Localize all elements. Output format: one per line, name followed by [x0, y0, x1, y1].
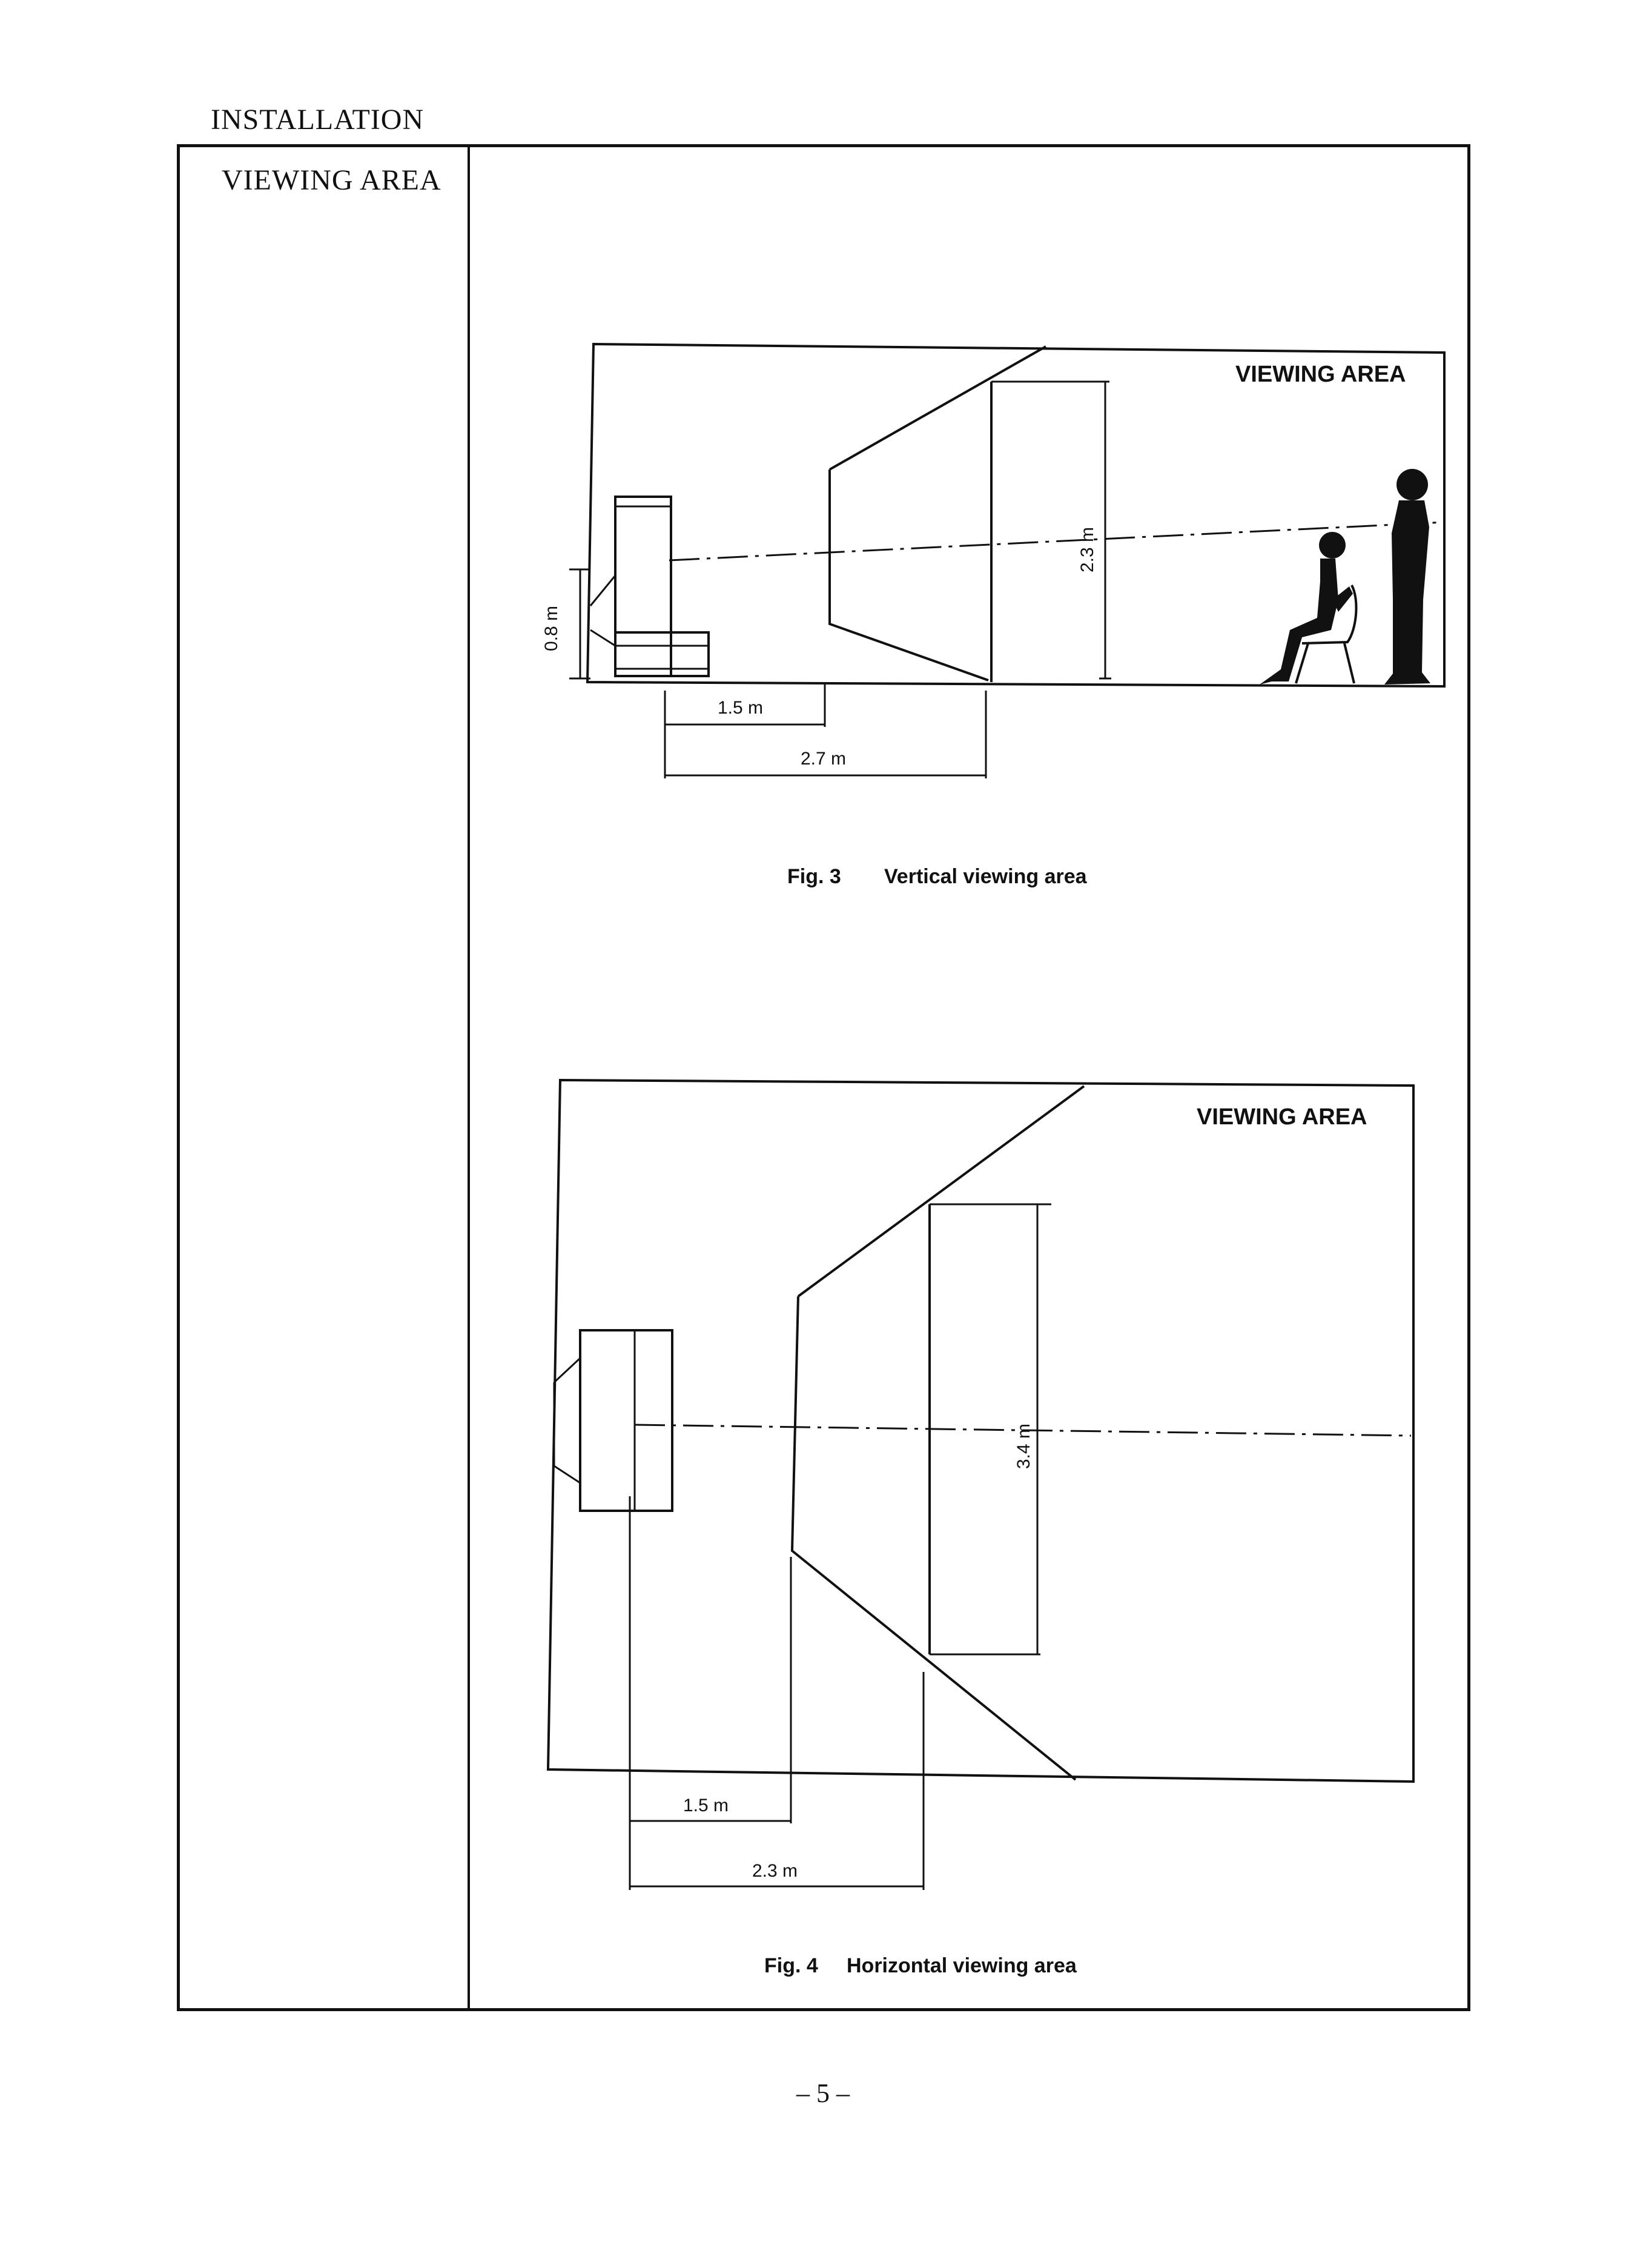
- fig4-distance-far-label: 2.3 m: [752, 1861, 798, 1881]
- fig3-screen-height-label: 2.3 m: [1077, 527, 1097, 572]
- page-number: – 5 –: [796, 2078, 850, 2108]
- column-divider: [468, 144, 470, 2011]
- standing-viewer-silhouette: [1384, 469, 1430, 685]
- fig3-eye-line: [669, 521, 1445, 562]
- fig3-caption-text: Vertical viewing area: [884, 865, 1088, 888]
- fig4-panel-label: VIEWING AREA: [1197, 1104, 1367, 1130]
- tv-set-side-view: [589, 496, 710, 677]
- fig3-viewing-area-shape: [828, 345, 1046, 682]
- fig4-caption-text: Horizontal viewing area: [847, 1954, 1077, 1977]
- fig3-distance-far-label: 2.7 m: [801, 749, 846, 769]
- fig3-caption-number: Fig. 3: [787, 865, 841, 888]
- fig4-screen-width-label: 3.4 m: [1014, 1424, 1034, 1469]
- fig4-viewing-area-shape: [790, 1085, 1085, 1781]
- fig3-distance-near-label: 1.5 m: [718, 698, 763, 718]
- tv-set-top-view: [553, 1329, 673, 1512]
- fig4-center-line: [634, 1424, 1412, 1437]
- chair-outline: [1295, 585, 1358, 684]
- fig4-distance-near-label: 1.5 m: [683, 1795, 729, 1815]
- section-header: INSTALLATION: [211, 104, 425, 136]
- content-frame: [177, 144, 1470, 2011]
- sidebar-title: VIEWING AREA: [222, 164, 441, 196]
- fig4-caption-number: Fig. 4: [764, 1954, 818, 1977]
- fig3-room-outline: [586, 342, 1446, 688]
- fig3-panel-label: VIEWING AREA: [1235, 362, 1406, 387]
- fig4-diagram: [546, 1078, 1415, 1890]
- seated-viewer-silhouette: [1260, 532, 1353, 685]
- fig3-set-height-label: 0.8 m: [541, 606, 561, 651]
- fig4-room-outline: [546, 1078, 1415, 1783]
- fig3-diagram: [569, 342, 1446, 778]
